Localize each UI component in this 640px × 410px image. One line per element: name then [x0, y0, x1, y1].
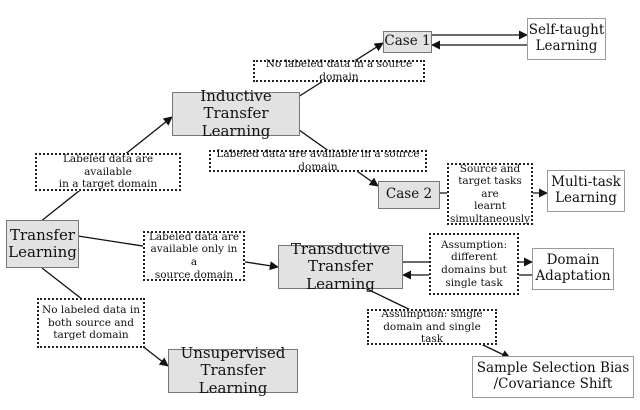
node-inductive-transfer-learning: Inductive Transfer Learning: [172, 88, 300, 139]
note-assumption-single-domain: Assumption: single domain and single tas…: [367, 308, 497, 345]
note-no-labeled-data-both-domains: No labeled data in both source and targe…: [37, 298, 145, 348]
node-transfer-learning: Transfer Learning: [6, 220, 79, 268]
note-tasks-learnt-simultaneously: Source and target tasks are learnt simul…: [447, 163, 533, 225]
node-multi-task-learning: Multi-task Learning: [547, 170, 625, 212]
node-sample-selection-bias: Sample Selection Bias /Covariance Shift: [472, 356, 634, 398]
node-case-2: Case 2: [378, 181, 440, 209]
node-case-1: Case 1: [383, 31, 432, 53]
note-labeled-data-only-source: Labeled data are available only in a sou…: [143, 231, 245, 281]
note-labeled-data-target-domain: Labeled data are available in a target d…: [35, 153, 181, 191]
note-no-labeled-data-source-domain: No labeled data in a source domain: [253, 58, 425, 83]
node-self-taught-learning: Self-taught Learning: [527, 18, 606, 60]
note-assumption-different-domains: Assumption: different domains but single…: [429, 233, 519, 295]
node-unsupervised-transfer-learning: Unsupervised Transfer Learning: [168, 345, 298, 396]
note-labeled-data-source-domain: Labeled data are available in a source d…: [209, 148, 427, 173]
node-domain-adaptation: Domain Adaptation: [532, 248, 614, 290]
node-transductive-transfer-learning: Transductive Transfer Learning: [278, 241, 403, 292]
